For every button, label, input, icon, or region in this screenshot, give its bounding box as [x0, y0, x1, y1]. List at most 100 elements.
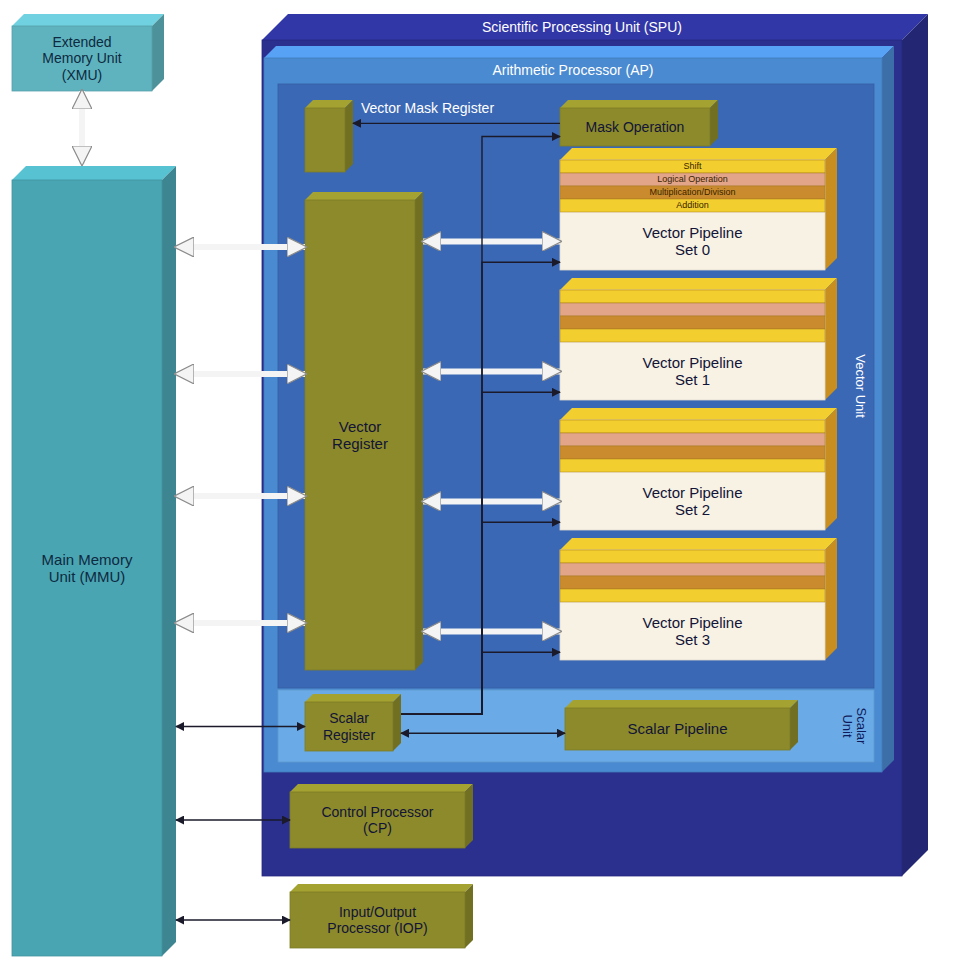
pipeline-stage-band [560, 420, 825, 433]
box-front-face [290, 892, 465, 948]
unit-region: Scalar Unit Scalar Register Scalar Pipelin… [278, 690, 874, 762]
pipeline-box: Scalar Pipeline [565, 708, 790, 750]
box-shape [565, 700, 798, 750]
box-front-face [305, 200, 415, 670]
control-arrow [176, 819, 290, 820]
box-front-face [305, 108, 345, 172]
pipeline-stage-band [560, 186, 825, 199]
box-label: Mask Operation [586, 119, 685, 135]
box-shape [305, 694, 401, 751]
pipeline-stage-band [560, 446, 825, 459]
pipeline-stage-band [560, 589, 825, 602]
box-side-face [465, 784, 473, 848]
box-side-face [825, 278, 837, 400]
box-front-face [560, 550, 825, 660]
pipeline-stage-band [560, 173, 825, 186]
box-shape [290, 784, 473, 848]
pipeline-stage-band [560, 329, 825, 342]
control-arrow [401, 522, 560, 714]
region-label: Scalar Unit [840, 700, 867, 752]
box-front-face [262, 40, 902, 876]
box-side-face [465, 884, 473, 948]
box-label: Control Processor (CP) [310, 804, 445, 836]
register-box: Vector Mask Register [305, 108, 345, 172]
box-side-face [710, 100, 718, 146]
processor-box: Arithmetic Processor (AP)Vector UnitVect… [264, 58, 882, 772]
box-shape [12, 166, 176, 956]
box-front-face [12, 26, 152, 91]
box-shape [305, 192, 423, 670]
box-side-face [162, 166, 176, 956]
box-shape [262, 14, 928, 876]
box-label: Extended Memory Unit (XMU) [27, 34, 137, 82]
pipeline-stage-band [560, 290, 825, 303]
data-path-arrow [423, 238, 560, 244]
box-shape [560, 100, 718, 146]
operation-box: Mask Operation [560, 108, 710, 146]
box-front-face [560, 420, 825, 530]
data-path-arrow [176, 620, 305, 626]
control-arrow [176, 726, 305, 727]
pipeline-box: Vector Pipeline Set 1 [560, 290, 825, 400]
processor-box: Input/Output Processor (IOP) [290, 892, 465, 948]
box-top-face [560, 148, 837, 160]
box-label: Vector Pipeline Set 3 [560, 602, 825, 660]
box-label-line: Vector Pipeline Set 2 [630, 484, 755, 519]
pipeline-box: Vector Pipeline Set 3 [560, 550, 825, 660]
pipeline-stage-band [560, 316, 825, 329]
box-front-face [290, 792, 465, 848]
box-label: Vector Register [315, 418, 405, 453]
box-top-face [560, 538, 837, 550]
box-front-face [560, 108, 710, 146]
box-top-face [305, 192, 423, 200]
processor-box: Control Processor (CP) [290, 792, 465, 848]
box-side-face [152, 14, 164, 91]
pipeline-stage: Logical Operation [560, 173, 825, 186]
box-front-face [278, 690, 874, 762]
box-top-face [12, 166, 176, 180]
box-label: Shift [683, 161, 701, 171]
box-top-face [565, 700, 798, 708]
pipeline-stage-band [560, 303, 825, 316]
box-label: Input/Output Processor (IOP) [310, 904, 445, 936]
box-side-face [825, 538, 837, 660]
box-front-face [560, 160, 825, 270]
box-label: Vector Pipeline Set 2 [560, 472, 825, 530]
box-front-face [278, 84, 874, 688]
pipeline-stage-band [560, 160, 825, 173]
box-label: Multiplication/Division [649, 187, 735, 197]
box-label: Addition [676, 200, 709, 210]
pipeline-stage: Multiplication/Division [560, 186, 825, 199]
box-label: Vector Pipeline Set 1 [560, 342, 825, 400]
box-side-face [825, 408, 837, 530]
pipeline-stage-band [560, 576, 825, 589]
pipeline-stage-band [560, 563, 825, 576]
control-arrow [353, 123, 560, 124]
control-arrow [176, 919, 290, 920]
data-path-arrow [423, 498, 560, 504]
data-path-arrow [79, 91, 85, 164]
box-shape [560, 278, 837, 400]
register-box: Vector Register [305, 200, 415, 670]
box-front-face [305, 702, 393, 751]
box-shape [560, 148, 837, 270]
memory-unit: Main Memory Unit (MMU) [12, 180, 162, 956]
box-top-face [305, 694, 401, 702]
box-label: Scalar Pipeline [627, 720, 727, 737]
data-path-arrow [176, 371, 305, 377]
box-shape [305, 100, 353, 172]
register-box: Scalar Register [305, 702, 393, 751]
box-front-face [12, 180, 162, 956]
pipeline-box: Vector Pipeline Set 2 [560, 420, 825, 530]
pipeline-stage-band [560, 550, 825, 563]
box-title: Arithmetic Processor (AP) [264, 62, 882, 78]
pipeline-stage: Addition [560, 199, 825, 212]
box-top-face [560, 100, 718, 108]
pipeline-stage-band [560, 459, 825, 472]
box-side-face [902, 14, 928, 876]
box-top-face [264, 46, 894, 58]
memory-unit: Extended Memory Unit (XMU) [12, 26, 152, 91]
